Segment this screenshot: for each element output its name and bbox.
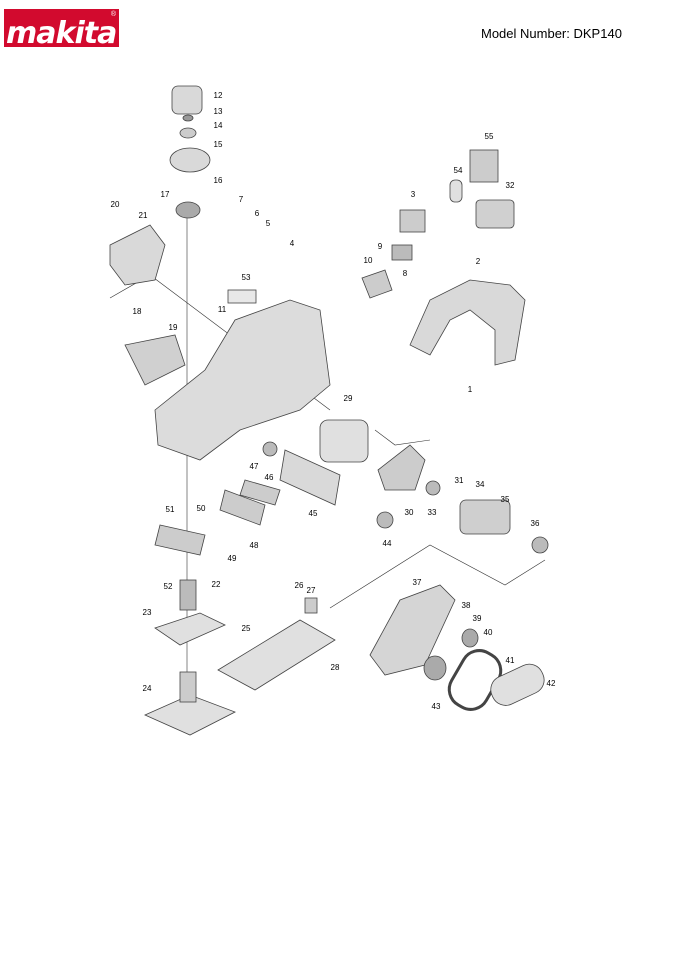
part-number-label: 12 — [214, 91, 223, 100]
part-number-label: 21 — [139, 211, 148, 220]
part-number-label: 35 — [501, 495, 510, 504]
part-number-label: 18 — [133, 307, 142, 316]
part-number-label: 53 — [242, 273, 251, 282]
part-23 — [154, 612, 226, 646]
part-terminal-55 — [469, 149, 499, 183]
part-number-label: 11 — [218, 305, 227, 314]
part-number-label: 42 — [547, 679, 556, 688]
part-blade-51 — [154, 524, 206, 556]
part-number-label: 5 — [266, 219, 271, 228]
logo-wordmark: makita — [6, 16, 117, 47]
part-number-label: 16 — [214, 176, 223, 185]
part-number-label: 31 — [455, 476, 464, 485]
part-number-label: 4 — [290, 239, 295, 248]
part-number-label: 15 — [214, 140, 223, 149]
part-label-53 — [227, 289, 257, 304]
part-pulley-cover-21 — [109, 224, 166, 286]
part-number-label: 6 — [255, 209, 260, 218]
part-magnet-29 — [319, 419, 369, 463]
part-knob-12 — [171, 85, 203, 115]
part-base-24 — [144, 694, 236, 736]
model-number: DKP140 — [573, 26, 622, 41]
part-number-label: 14 — [214, 121, 223, 130]
part-cover-42 — [490, 663, 545, 706]
part-number-label: 3 — [411, 190, 416, 199]
part-number-label: 45 — [309, 509, 318, 518]
part-number-label: 34 — [476, 480, 485, 489]
part-shoe-25 — [217, 619, 336, 691]
part-number-label: 44 — [383, 539, 392, 548]
part-number-label: 10 — [364, 256, 373, 265]
part-number-label: 32 — [506, 181, 515, 190]
part-number-label: 46 — [265, 473, 274, 482]
part-number-label: 19 — [169, 323, 178, 332]
part-number-label: 30 — [405, 508, 414, 517]
part-number-label: 43 — [432, 702, 441, 711]
part-number-label: 23 — [143, 608, 152, 617]
registered-mark: ® — [110, 11, 116, 18]
part-number-label: 22 — [212, 580, 221, 589]
part-number-label: 41 — [506, 656, 515, 665]
part-number-label: 28 — [331, 663, 340, 672]
part-switch-3 — [399, 209, 426, 233]
part-armature-34 — [459, 499, 511, 535]
part-number-label: 9 — [378, 242, 383, 251]
part-housing-11 — [154, 299, 331, 461]
part-spring-22 — [179, 579, 197, 611]
part-number-label: 51 — [166, 505, 175, 514]
part-number-label: 55 — [485, 132, 494, 141]
part-number-label: 25 — [242, 624, 251, 633]
part-number-label: 17 — [161, 190, 170, 199]
part-number-label: 29 — [344, 394, 353, 403]
part-number-label: 2 — [476, 257, 481, 266]
part-number-label: 1 — [468, 385, 473, 394]
part-number-label: 38 — [462, 601, 471, 610]
part-drum-45 — [279, 449, 341, 506]
part-32 — [475, 199, 515, 229]
part-number-label: 49 — [228, 554, 237, 563]
part-number-label: 13 — [214, 107, 223, 116]
part-number-label: 50 — [197, 504, 206, 513]
part-number-label: 47 — [250, 462, 259, 471]
part-number-label: 39 — [473, 614, 482, 623]
part-number-label: 36 — [531, 519, 540, 528]
makita-logo: makita® — [4, 9, 119, 47]
part-number-label: 48 — [250, 541, 259, 550]
parts — [109, 85, 549, 736]
part-belt-cover-37 — [369, 584, 456, 676]
part-gear-17 — [175, 201, 201, 219]
part-number-label: 52 — [164, 582, 173, 591]
part-number-label: 7 — [239, 195, 244, 204]
part-pulley-43 — [423, 655, 447, 681]
part-number-label: 8 — [403, 269, 408, 278]
part-number-label: 40 — [484, 628, 493, 637]
part-number-label: 37 — [413, 578, 422, 587]
part-number-label: 27 — [307, 586, 316, 595]
part-number-label: 54 — [454, 166, 463, 175]
part-19 — [124, 334, 186, 386]
part-number-label: 26 — [295, 581, 304, 590]
part-number-label: 33 — [428, 508, 437, 517]
part-handle-2 — [409, 279, 526, 366]
part-30 — [377, 444, 426, 491]
model-label: Model Number: — [481, 26, 570, 41]
part-depth-ring-15 — [169, 147, 211, 173]
model-number-heading: Model Number: DKP140 — [481, 26, 622, 41]
part-number-label: 24 — [143, 684, 152, 693]
part-number-label: 20 — [111, 200, 120, 209]
